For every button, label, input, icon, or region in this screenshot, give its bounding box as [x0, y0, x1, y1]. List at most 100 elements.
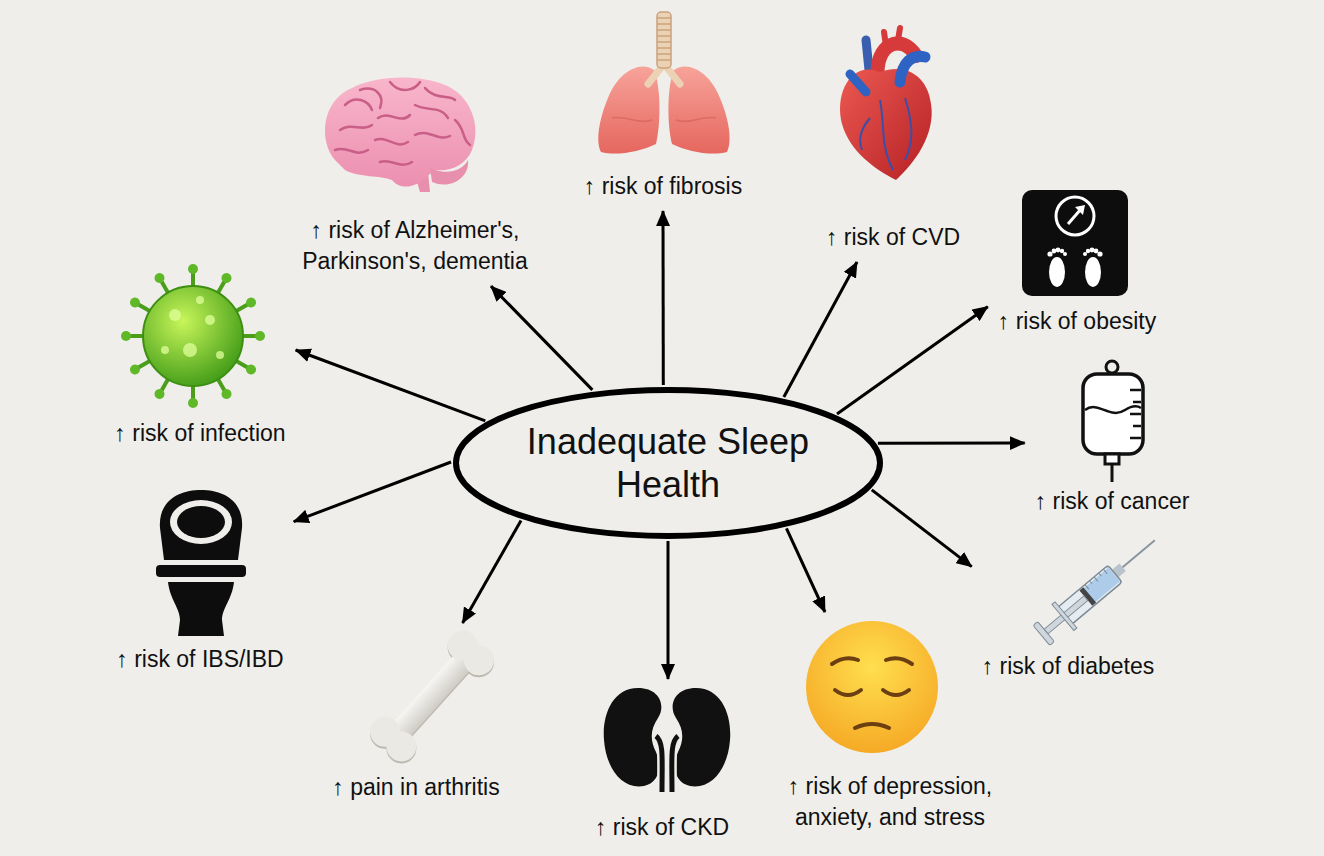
scale-icon-part [1052, 249, 1057, 254]
risk-label: ↑ risk of CKD [595, 812, 729, 843]
lungs-icon-part [657, 12, 671, 68]
virus-icon-part [220, 271, 234, 285]
brain-icon-part [430, 160, 468, 185]
lungs-icon-part [612, 117, 716, 121]
scale-icon-part [1083, 252, 1087, 256]
scale-icon-part [1049, 257, 1065, 287]
risk-label: ↑ pain in arthritis [332, 772, 499, 803]
iv-bag-icon [1083, 361, 1143, 482]
label-group: ↑ risk of infection [114, 418, 285, 449]
toilet-icon-part [160, 490, 242, 560]
outcome-node: ↑ risk of fibrosis [579, 12, 747, 206]
arrow-connector [872, 490, 972, 567]
arrow-connector [296, 350, 486, 421]
virus-icon-part [196, 296, 204, 304]
syringe-icon-part [1052, 602, 1077, 631]
iv-bag-icon-part [1083, 374, 1143, 454]
outcome-node: ↑ risk of cancer [1030, 358, 1195, 521]
iv-bag-icon-part [1111, 464, 1114, 482]
bone-icon-part [364, 626, 500, 769]
outcome-node: ↑ risk of infection [109, 260, 290, 453]
brain-icon-part [335, 82, 470, 165]
label-group: Inadequate Sleep Health [503, 420, 833, 506]
risk-label: ↑ risk of infection [114, 418, 285, 449]
outcome-node: ↑ risk of IBS/IBD [111, 488, 288, 679]
virus-icon-part [220, 387, 234, 401]
kidneys-icon [604, 688, 730, 792]
syringe-icon-part [1121, 540, 1155, 568]
outcome-node: ↑ risk of diabetes [977, 538, 1160, 686]
risk-label: ↑ risk of cancer [1035, 486, 1190, 517]
bone-icon-part [380, 725, 422, 767]
risk-label: ↑ risk of fibrosis [584, 171, 742, 202]
ellipse-outline-shape [456, 390, 880, 536]
kidneys-icon-part [656, 736, 678, 792]
outcome-node: ↑ risk of Alzheimer's, Parkinson's, deme… [290, 76, 540, 281]
bone-icon [364, 624, 500, 769]
arrow-connector [667, 541, 670, 679]
virus-icon-part [128, 296, 142, 310]
virus-icon-part [183, 343, 197, 357]
scale-icon-part [1086, 249, 1090, 253]
label-group: ↑ risk of Alzheimer's, Parkinson's, deme… [295, 215, 535, 277]
virus-icon-part [128, 363, 142, 377]
toilet-icon-part [170, 500, 232, 544]
heart-icon-part [840, 69, 932, 180]
syringe-icon-part [1085, 569, 1107, 589]
lungs-icon [598, 12, 729, 154]
virus-icon-part [121, 264, 265, 408]
label-group: ↑ risk of diabetes [982, 651, 1155, 682]
label-group: ↑ risk of fibrosis [584, 171, 742, 202]
scale-icon [1022, 190, 1128, 296]
toilet-icon [156, 490, 246, 636]
virus-icon-part [244, 296, 258, 310]
arrow-connector [784, 262, 857, 397]
label-group: ↑ risk of CKD [595, 812, 729, 843]
scale-icon-part [1075, 205, 1085, 215]
heart-icon-part [860, 98, 911, 170]
outcome-node: ↑ pain in arthritis [327, 628, 504, 807]
virus-icon-part [121, 331, 131, 341]
risk-label: ↑ risk of Alzheimer's, Parkinson's, deme… [295, 215, 535, 277]
scale-icon-part [1068, 209, 1081, 224]
kidneys-icon-part [656, 736, 678, 792]
outcome-node: ↑ risk of depression, anxiety, and stres… [770, 617, 1010, 837]
pensive-emoji-part [832, 658, 912, 664]
risk-label: ↑ risk of IBS/IBD [116, 644, 283, 675]
virus-icon-part [188, 398, 198, 408]
virus-icon-part [161, 296, 224, 359]
virus-icon-part [216, 351, 224, 359]
iv-bag-icon-part [1130, 390, 1141, 438]
pensive-emoji-part [835, 690, 909, 695]
arrow-connector [786, 528, 824, 612]
risk-label: ↑ risk of CVD [826, 222, 960, 253]
scale-icon-part [1085, 257, 1101, 287]
virus-icon-part [161, 346, 169, 354]
arrow-connector [294, 462, 451, 522]
pensive-emoji [806, 621, 938, 753]
ellipse-outline [453, 387, 883, 539]
virus-icon-part [153, 387, 167, 401]
central-ellipse: Inadequate Sleep Health [453, 387, 883, 539]
label-group: ↑ risk of obesity [998, 306, 1157, 337]
pensive-emoji-part [855, 724, 889, 728]
toilet-icon-part [156, 565, 246, 577]
iv-bag-icon-part [1085, 406, 1141, 413]
lungs-icon-part [657, 18, 671, 60]
outcome-node: ↑ risk of obesity [993, 188, 1162, 341]
risk-label: ↑ risk of obesity [998, 306, 1157, 337]
arrow-connector [878, 442, 1025, 445]
virus-icon-part [255, 331, 265, 341]
heart-icon [840, 28, 932, 180]
arrow-connector [463, 520, 521, 623]
virus-icon [121, 264, 265, 408]
scale-icon-part [1063, 252, 1067, 256]
bone-icon-part [364, 624, 500, 767]
kidneys-icon-part [673, 688, 731, 786]
bone-icon-part [458, 639, 500, 681]
syringe-icon-part [1044, 596, 1088, 634]
syringe-icon-part [1033, 622, 1054, 646]
iv-bag-icon-part [1105, 454, 1119, 464]
heart-icon-part [850, 74, 866, 92]
